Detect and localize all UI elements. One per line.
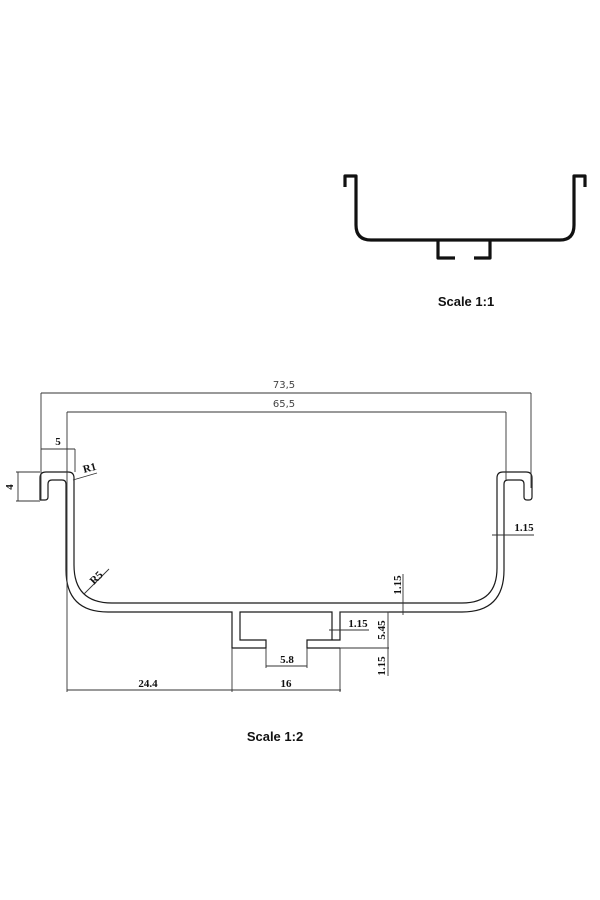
dim-hook-width-line xyxy=(41,448,76,472)
dim-hook-height-line xyxy=(16,471,40,502)
slot-extension-lines xyxy=(231,648,341,692)
dimensions: 73,5 65,5 5 4 R1 R5 1.15 1.15 1.15 5.45 … xyxy=(4,380,534,692)
dim-slot-width: 16 xyxy=(281,678,293,690)
dim-slot-lip-thickness: 1.15 xyxy=(376,656,388,676)
dim-slot-depth: 5.45 xyxy=(376,620,388,640)
dim-hook-radius-leader xyxy=(72,472,98,481)
profile-small-slot-right xyxy=(474,240,492,260)
dim-inner-width-line xyxy=(66,411,507,692)
dim-hook-radius: R1 xyxy=(82,461,98,476)
dim-slot-wall-thickness: 1.15 xyxy=(348,618,368,630)
profile-small: Scale 1:1 xyxy=(343,174,587,309)
profile-small-slot-left xyxy=(436,240,455,260)
dim-inner-width: 65,5 xyxy=(273,399,295,410)
profile-large-outer xyxy=(39,471,533,649)
dim-corner-radius: R5 xyxy=(88,569,106,587)
dim-slot-opening: 5.8 xyxy=(280,654,294,666)
dim-corner-radius-leader xyxy=(83,568,110,595)
profile-large xyxy=(39,471,533,692)
scale-label-large: Scale 1:2 xyxy=(247,729,303,744)
dim-offset-to-slot: 24.4 xyxy=(138,678,158,690)
dim-overall-width-line xyxy=(40,392,532,500)
dim-overall-width: 73,5 xyxy=(273,380,295,391)
dim-slot-depth-line xyxy=(340,611,389,676)
scale-label-small: Scale 1:1 xyxy=(438,294,494,309)
dim-base-thickness: 1.15 xyxy=(392,575,404,595)
dim-hook-width: 5 xyxy=(55,436,61,448)
dim-wall-thickness: 1.15 xyxy=(514,522,534,534)
profile-large-inner xyxy=(40,479,333,649)
profile-small-outline xyxy=(343,174,587,242)
dim-hook-height: 4 xyxy=(4,484,16,490)
